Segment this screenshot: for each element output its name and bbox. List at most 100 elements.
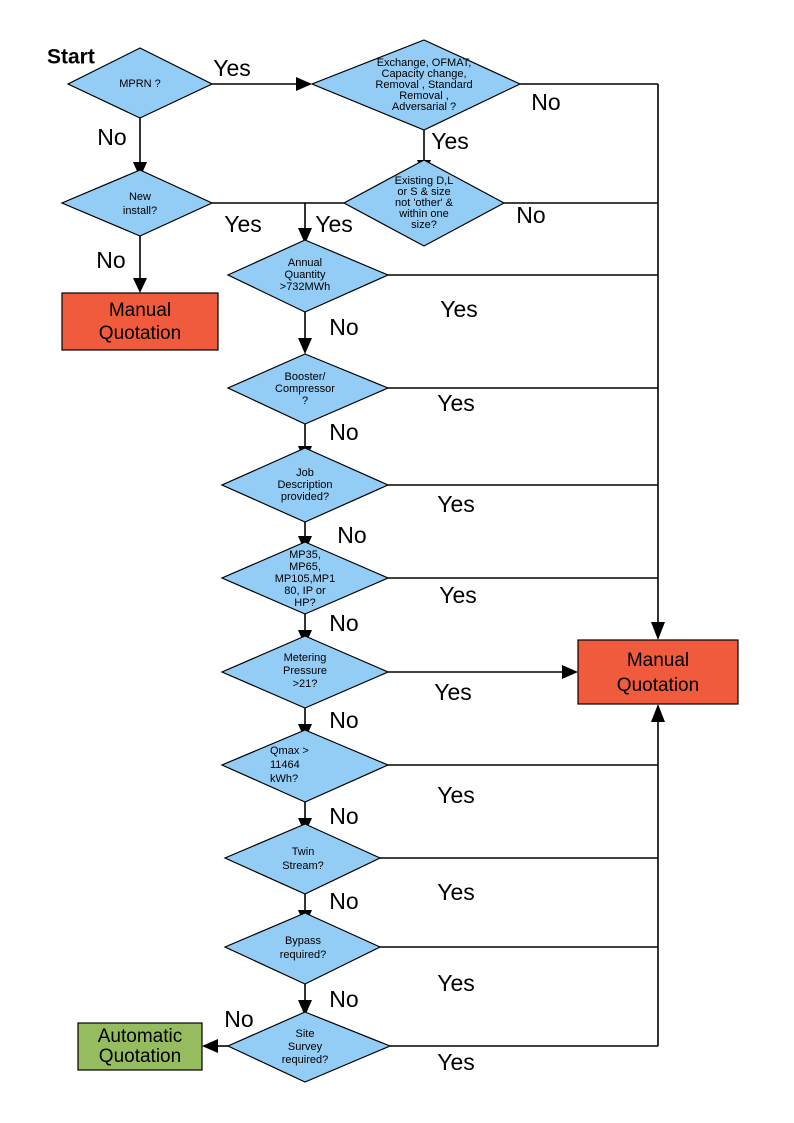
decision-mprn-line-0: MPRN ? xyxy=(119,78,161,90)
decision-booster-line-2: ? xyxy=(302,395,308,407)
decision-mp-line-0: MP35, xyxy=(289,549,321,561)
decision-job-description-shape[interactable] xyxy=(220,447,390,523)
decision-annual-quantity-shape[interactable] xyxy=(226,239,390,313)
arrowhead-mprn-yes xyxy=(296,77,312,91)
decision-site-line-1: Survey xyxy=(288,1041,323,1053)
decision-annual-line-2: >732MWh xyxy=(280,281,330,293)
terminal-manual-quotation-left[interactable]: Manual Quotation xyxy=(61,292,219,351)
decision-mprn-shape[interactable] xyxy=(66,47,214,119)
decision-site-line-2: required? xyxy=(282,1054,328,1066)
decision-qmax-line-2: kWh? xyxy=(270,773,298,785)
terminal-manual-right-line-1: Quotation xyxy=(617,675,699,696)
decision-job-description[interactable]: Job Description provided? xyxy=(220,447,390,523)
decision-exchange[interactable]: Exchange, OFMAT, Capacity change, Remova… xyxy=(310,39,522,131)
label-mp-no: No xyxy=(329,610,358,636)
decision-existing-line-4: size? xyxy=(411,219,437,231)
decision-qmax-line-1: 11464 xyxy=(270,759,300,771)
arrowhead-annual-no xyxy=(298,338,312,354)
decision-twin-line-1: Stream? xyxy=(282,860,324,872)
decision-bypass[interactable]: Bypass required? xyxy=(223,912,382,985)
decision-booster-shape[interactable] xyxy=(226,353,390,425)
terminal-manual-quotation-right[interactable]: Manual Quotation xyxy=(577,639,739,705)
decision-exchange-line-0: Exchange, OFMAT, xyxy=(377,57,472,69)
label-metering-yes: Yes xyxy=(434,679,472,705)
label-twin-no: No xyxy=(329,888,358,914)
terminal-manual-left-line-0: Manual xyxy=(109,300,171,321)
decision-mp-type[interactable]: MP35, MP65, MP105,MP1 80, IP or HP? xyxy=(220,541,390,615)
arrowhead-right-trunk-up-into-manual xyxy=(651,704,665,722)
arrowhead-right-trunk-into-manual xyxy=(651,622,665,640)
terminal-automatic-line-1: Quotation xyxy=(99,1046,181,1067)
decision-job-line-0: Job xyxy=(296,467,314,479)
label-qmax-no: No xyxy=(329,803,358,829)
decision-qmax[interactable]: Qmax > 11464 kWh? xyxy=(220,729,390,803)
decision-exchange-line-3: Removal , xyxy=(399,90,449,102)
decision-exchange-shape[interactable] xyxy=(310,39,522,131)
label-annual-no: No xyxy=(329,314,358,340)
label-mprn-no: No xyxy=(97,124,126,150)
decision-annual-quantity[interactable]: Annual Quantity >732MWh xyxy=(226,239,390,313)
arrowhead-site-no xyxy=(202,1039,218,1053)
decision-existing-line-1: or S & size xyxy=(397,186,450,198)
label-new-install-no: No xyxy=(96,247,125,273)
terminal-manual-right-shape[interactable] xyxy=(577,639,739,705)
decision-existing-line-3: within one xyxy=(398,208,449,220)
label-qmax-yes: Yes xyxy=(437,782,475,808)
decision-new-install-line-1: install? xyxy=(123,205,157,217)
label-booster-no: No xyxy=(329,419,358,445)
decision-mp-line-4: HP? xyxy=(294,597,315,609)
decision-mprn[interactable]: MPRN ? xyxy=(66,47,214,119)
decision-twin-stream-shape[interactable] xyxy=(223,823,382,895)
decision-qmax-shape[interactable] xyxy=(220,729,390,803)
decision-booster-line-0: Booster/ xyxy=(285,371,327,383)
arrowhead-metering-yes xyxy=(562,665,578,679)
decision-mp-type-shape[interactable] xyxy=(220,541,390,615)
decision-booster-line-1: Compressor xyxy=(275,383,335,395)
label-mprn-yes: Yes xyxy=(213,55,251,81)
terminal-manual-left-shape[interactable] xyxy=(61,292,219,351)
decision-new-install-shape[interactable] xyxy=(60,169,214,237)
decision-metering-line-2: >21? xyxy=(293,678,318,690)
decision-metering-pressure[interactable]: Metering Pressure >21? xyxy=(220,635,390,709)
decision-bypass-shape[interactable] xyxy=(223,912,382,985)
decision-existing-line-2: not 'other' & xyxy=(395,197,454,209)
terminal-automatic-shape[interactable] xyxy=(77,1022,203,1071)
label-exchange-yes: Yes xyxy=(431,128,469,154)
decision-site-survey[interactable]: Site Survey required? xyxy=(226,1011,392,1083)
decision-mp-line-1: MP65, xyxy=(289,561,321,573)
decision-annual-line-1: Quantity xyxy=(285,269,326,281)
label-bypass-yes: Yes xyxy=(437,970,475,996)
arrowhead-new-install-no xyxy=(133,278,147,293)
decision-twin-line-0: Twin xyxy=(292,846,315,858)
label-twin-yes: Yes xyxy=(437,879,475,905)
terminal-automatic-line-0: Automatic xyxy=(98,1026,182,1047)
decision-job-line-2: provided? xyxy=(281,491,329,503)
decision-mp-line-2: MP105,MP1 xyxy=(275,573,336,585)
terminal-automatic-quotation[interactable]: Automatic Quotation xyxy=(77,1022,203,1071)
edge-label-layer: Start Yes No No Yes Yes No Yes No Yes No… xyxy=(47,46,561,1076)
label-metering-no: No xyxy=(329,707,358,733)
decision-site-line-0: Site xyxy=(296,1028,315,1040)
decision-exchange-line-4: Adversarial ? xyxy=(392,101,456,113)
decision-existing-dls-shape[interactable] xyxy=(342,159,506,247)
label-job-yes: Yes xyxy=(437,491,475,517)
decision-metering-pressure-shape[interactable] xyxy=(220,635,390,709)
label-exchange-no: No xyxy=(531,89,560,115)
decision-twin-stream[interactable]: Twin Stream? xyxy=(223,823,382,895)
decision-existing-dls[interactable]: Existing D,L or S & size not 'other' & w… xyxy=(342,159,506,247)
decision-annual-line-0: Annual xyxy=(288,257,322,269)
arrowhead-new-install-yes xyxy=(298,228,312,244)
decision-booster[interactable]: Booster/ Compressor ? xyxy=(226,353,390,425)
decision-qmax-line-0: Qmax > xyxy=(270,745,309,757)
label-site-no: No xyxy=(224,1006,253,1032)
decision-new-install-line-0: New xyxy=(129,191,151,203)
start-label: Start xyxy=(47,46,95,69)
label-site-yes: Yes xyxy=(437,1049,475,1075)
arrowhead-bypass-no xyxy=(298,1000,312,1016)
decision-new-install[interactable]: New install? xyxy=(60,169,214,237)
terminal-manual-right-line-0: Manual xyxy=(627,650,689,671)
decision-exchange-line-1: Capacity change, xyxy=(382,68,467,80)
decision-bypass-line-1: required? xyxy=(280,949,326,961)
decision-site-survey-shape[interactable] xyxy=(226,1011,392,1083)
